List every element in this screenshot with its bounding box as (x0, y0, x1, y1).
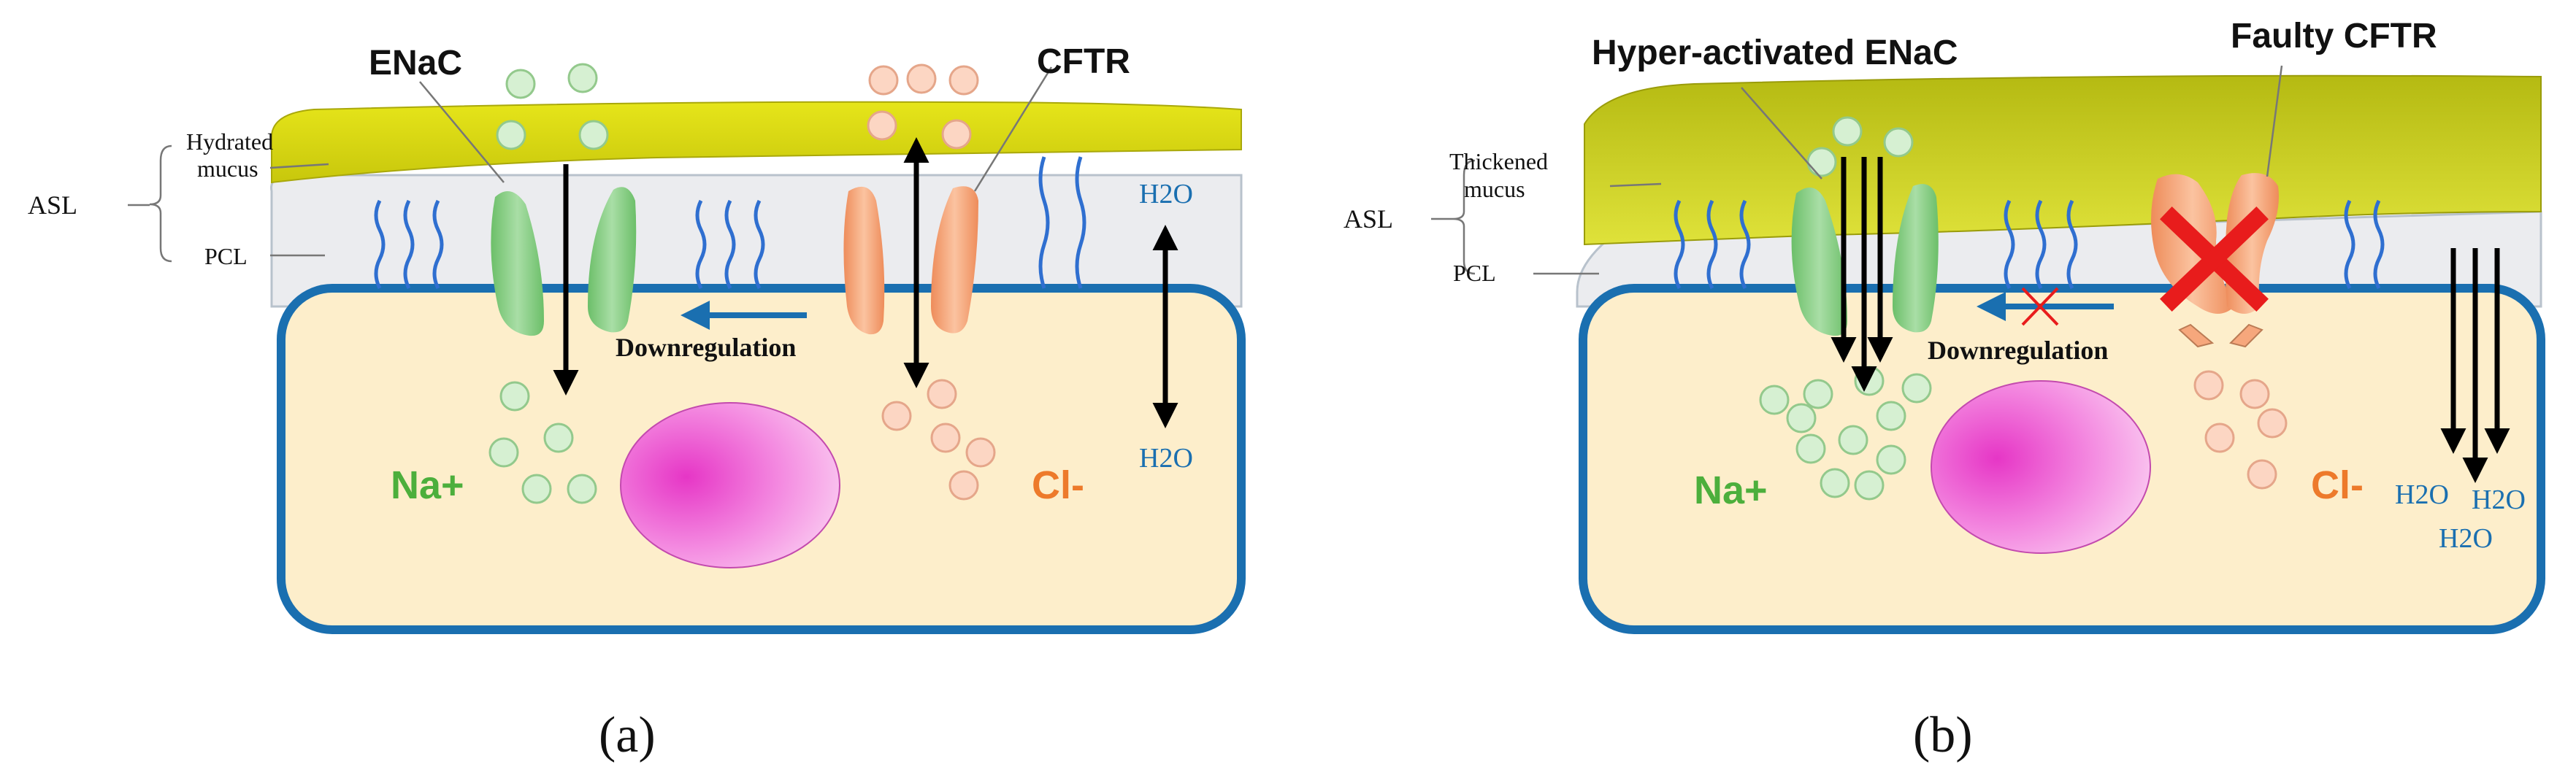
mucus-label-b-1: Thickened (1449, 148, 1548, 174)
enac-channel-b (1791, 184, 1939, 336)
caption-a: (a) (599, 707, 656, 763)
panel-b: Hyper-activated ENaC Faulty CFTR Thicken… (1343, 17, 2545, 763)
enac-label-a: ENaC (369, 44, 462, 82)
downregulation-label-a: Downregulation (616, 333, 796, 362)
ions-below-a (488, 379, 996, 504)
enac-label-b: Hyper-activated ENaC (1592, 34, 1958, 72)
pcl-label-b: PCL (1453, 260, 1496, 286)
caption-b: (b) (1913, 707, 1973, 763)
asl-label-b: ASL (1343, 204, 1393, 234)
nucleus-a (620, 402, 840, 568)
cftr-channel-a (843, 186, 978, 335)
cilia-a (374, 156, 1086, 290)
h2o-label-b-3: H2O (2439, 523, 2493, 554)
hydrated-mucus-a (271, 101, 1242, 184)
h2o-top-a: H2O (1139, 179, 1193, 209)
nucleus-b (1931, 380, 2151, 554)
h2o-bottom-a: H2O (1139, 443, 1193, 474)
panel-a: ENaC CFTR Hydrated mucus ASL PCL Downreg… (28, 42, 1246, 763)
mucus-label-b-2: mucus (1464, 176, 1525, 202)
cilia-b (1674, 199, 2385, 290)
h2o-label-b-1: H2O (2395, 479, 2449, 510)
na-label-b: Na+ (1694, 468, 1768, 512)
faulty-cross-icon (2160, 207, 2269, 312)
leaders-a (128, 66, 1053, 263)
h2o-label-b-2: H2O (2472, 485, 2526, 515)
pcl-label-a: PCL (204, 243, 248, 269)
mucus-label-a-2: mucus (197, 155, 258, 182)
enac-channel-a (491, 187, 637, 336)
cftr-label-a: CFTR (1037, 42, 1130, 81)
ions-above-a (496, 63, 979, 150)
asl-label-a: ASL (28, 190, 77, 220)
downregulation-label-b: Downregulation (1928, 336, 2108, 365)
na-label-a: Na+ (391, 463, 464, 507)
cl-label-a: Cl- (1032, 463, 1084, 507)
na-hyper-influx-arrows-b (1831, 157, 1893, 392)
cftr-label-b: Faulty CFTR (2231, 17, 2437, 55)
cl-label-b: Cl- (2311, 463, 2364, 507)
mucus-label-a-1: Hydrated (186, 128, 273, 155)
water-efflux-arrows-b (2440, 248, 2510, 483)
blocked-cross-icon (2021, 287, 2059, 326)
leaders-b (1431, 65, 2283, 275)
